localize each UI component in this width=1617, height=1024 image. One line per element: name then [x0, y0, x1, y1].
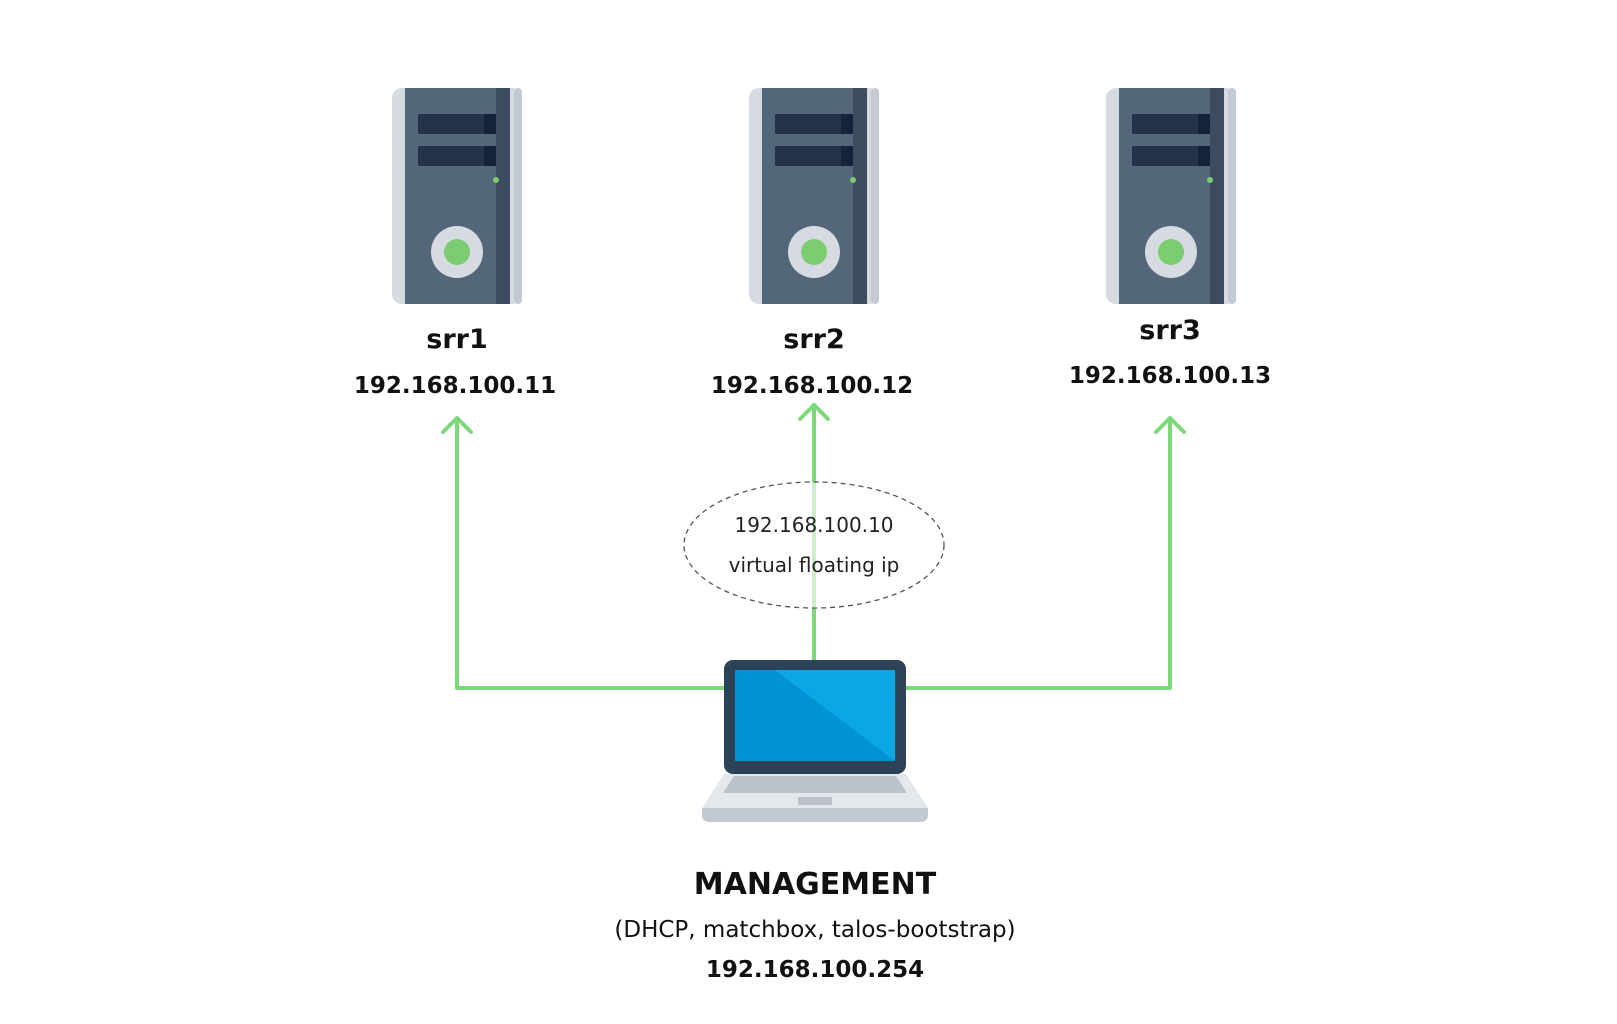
management-services: (DHCP, matchbox, talos-bootstrap) — [614, 917, 1015, 943]
virtual-ip-label: virtual floating ip — [729, 553, 900, 577]
connector-srr1 — [455, 416, 727, 690]
server-ip: 192.168.100.12 — [711, 373, 913, 399]
virtual-ip-ellipse — [683, 481, 945, 609]
server-icon — [1106, 88, 1236, 304]
management-title: MANAGEMENT — [694, 867, 937, 902]
virtual-ip-address: 192.168.100.10 — [734, 513, 893, 537]
server-icon — [749, 88, 879, 304]
arrowhead-srr1 — [441, 416, 473, 434]
server-srr1: srr1 192.168.100.11 — [354, 88, 556, 399]
arrowhead-srr3 — [1154, 416, 1186, 434]
server-icon — [392, 88, 522, 304]
server-name: srr1 — [426, 324, 488, 355]
server-srr3: srr3 192.168.100.13 — [1069, 88, 1271, 389]
server-ip: 192.168.100.11 — [354, 373, 556, 399]
management-labels: MANAGEMENT (DHCP, matchbox, talos-bootst… — [614, 867, 1015, 983]
server-ip: 192.168.100.13 — [1069, 363, 1271, 389]
server-name: srr2 — [783, 324, 845, 355]
management-ip: 192.168.100.254 — [706, 957, 924, 983]
server-name: srr3 — [1139, 315, 1201, 346]
virtual-ip-bubble: 192.168.100.10 virtual floating ip — [683, 481, 945, 609]
laptop-icon — [702, 660, 928, 822]
server-srr2: srr2 192.168.100.12 — [711, 88, 913, 399]
connector-srr3 — [901, 416, 1172, 690]
arrowhead-srr2 — [798, 403, 830, 421]
